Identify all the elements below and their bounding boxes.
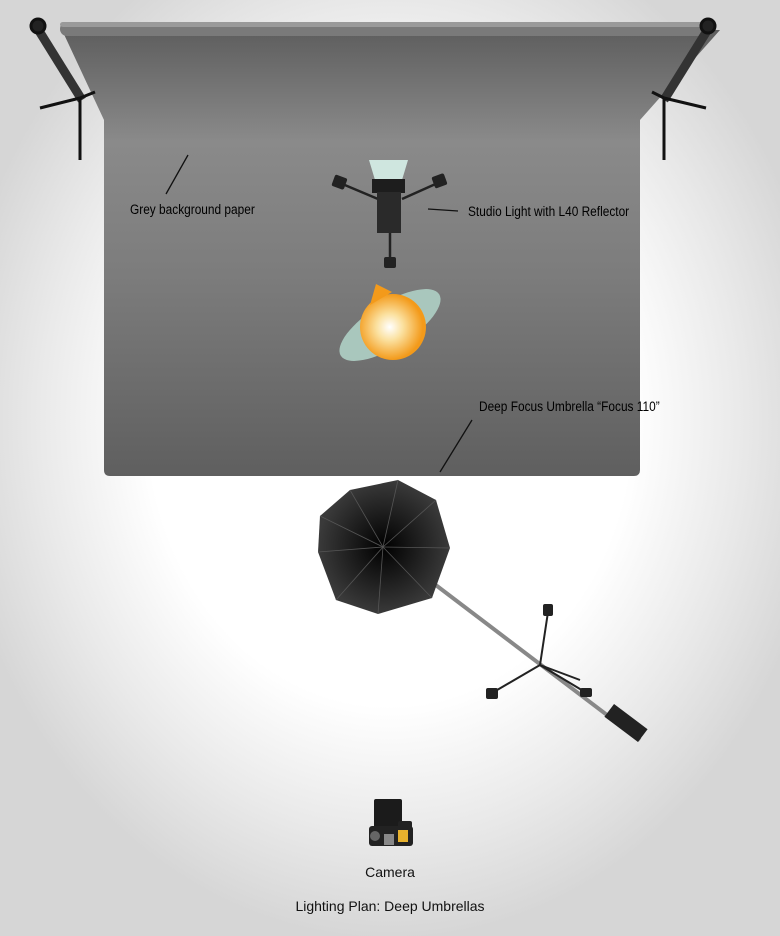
flash-reflector-icon <box>339 284 441 361</box>
right-stand-icon <box>651 17 717 160</box>
umbrella-label: Deep Focus Umbrella “Focus 110” <box>479 399 660 414</box>
umbrella-icon <box>317 479 648 743</box>
left-stand-icon <box>29 17 96 160</box>
camera-label: Camera <box>365 864 415 880</box>
studio-light-label: Studio Light with L40 Reflector <box>468 204 630 219</box>
diagram-title: Lighting Plan: Deep Umbrellas <box>295 898 485 914</box>
camera-icon <box>369 799 413 846</box>
background-paper-label: Grey background paper <box>130 202 255 217</box>
studio-light-icon <box>331 160 448 268</box>
